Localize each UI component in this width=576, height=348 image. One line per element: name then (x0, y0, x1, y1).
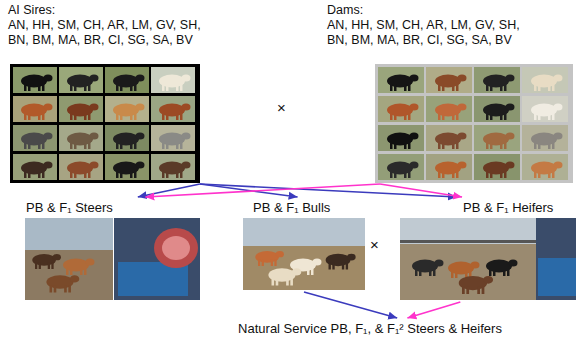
breeding-arrow (145, 184, 380, 197)
cross-symbol: × (277, 100, 286, 116)
node-text: PB & F₁ Steers (26, 200, 210, 215)
bull-photo (243, 218, 365, 290)
breeding-arrow (304, 292, 397, 318)
node-text: PB & F₁ Heifers (463, 200, 576, 215)
breeding-arrow (407, 302, 460, 318)
dam-photo-grid (375, 64, 573, 183)
node-text: Natural Service PB, F₁, & F₁² Steers & H… (200, 321, 540, 336)
node-text: PB & F₁ Bulls (253, 200, 368, 215)
dam-panel: Dams:AN, HH, SM, CH, AR, LM, GV, SH, BN,… (325, 1, 575, 184)
sire-panel: AI Sires:AN, HH, SM, CH, AR, LM, GV, SH,… (6, 1, 206, 184)
heifer-photos (400, 218, 576, 300)
panel-heading: Dams: (327, 3, 527, 18)
node-text: AN, HH, SM, CH, AR, LM, GV, SH, BN, BM, … (8, 18, 206, 48)
bull-group: PB & F₁ Bulls (240, 197, 368, 292)
steer-photos (25, 218, 200, 300)
steer-group: PB & F₁ Steers (20, 197, 210, 302)
heifer-group: PB & F₁ Heifers (398, 197, 576, 302)
cross-symbol: × (370, 237, 379, 253)
sire-photo-grid (10, 64, 200, 183)
node-text: AN, HH, SM, CH, AR, LM, GV, SH, BN, BM, … (327, 18, 527, 48)
breeding-arrow (380, 184, 462, 197)
panel-heading: AI Sires: (8, 3, 206, 18)
natural-service-group: Natural Service PB, F₁, & F₁² Steers & H… (200, 318, 540, 342)
